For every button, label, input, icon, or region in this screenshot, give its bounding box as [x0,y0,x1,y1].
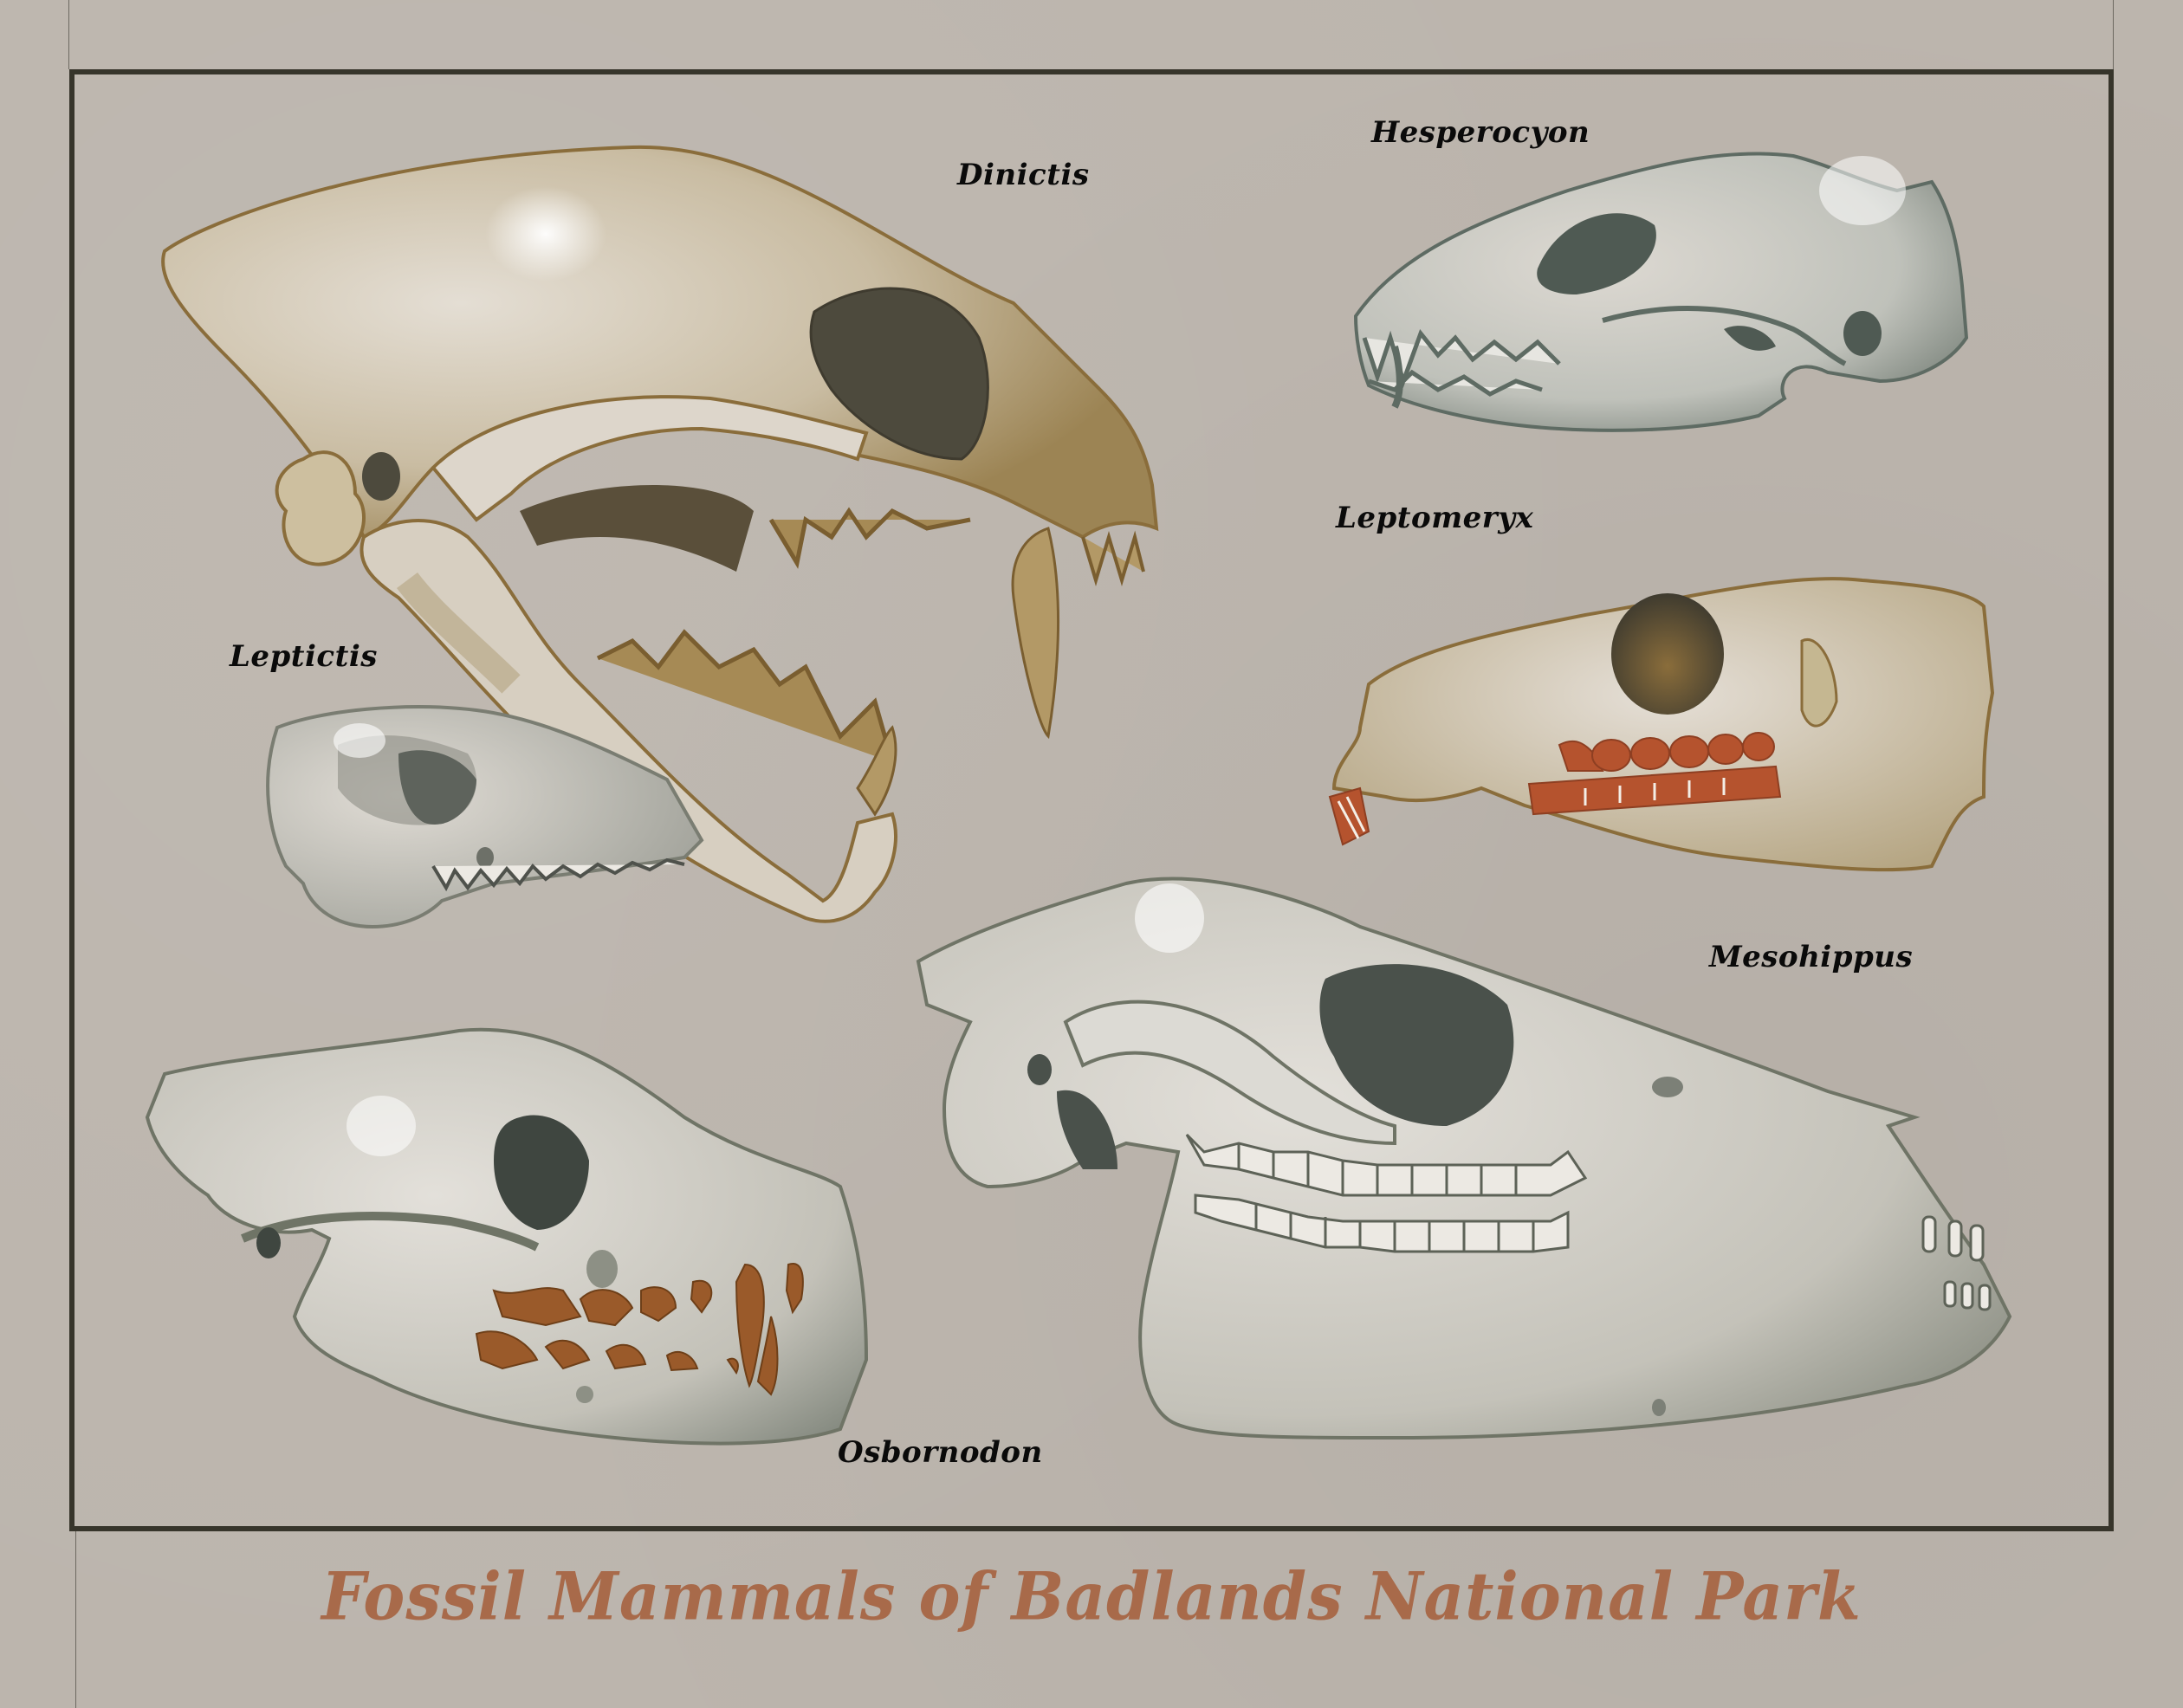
hesperocyon-skull-illustration [1353,152,1969,432]
label-hesperocyon: Hesperocyon [1371,115,1590,150]
osbornodon-skull-illustration [145,1027,869,1446]
label-leptictis: Leptictis [230,639,378,674]
label-leptomeryx: Leptomeryx [1336,501,1534,535]
leptomeryx-skull-illustration [1328,577,1995,872]
mesohippus-skull-illustration [916,877,2012,1440]
poster-frame [69,69,2114,1531]
trim-line-top-left [68,0,69,69]
dinictis-skull-illustration [161,145,1159,923]
leptictis-skull-illustration [266,705,704,929]
label-mesohippus: Mesohippus [1709,940,1914,974]
label-dinictis: Dinictis [957,158,1090,192]
poster-title: Fossil Mammals of Badlands National Park [321,1556,1862,1635]
trim-line-top-right [2113,0,2114,69]
trim-line-bottom-left [75,1531,76,1708]
label-osbornodon: Osbornodon [838,1435,1043,1470]
